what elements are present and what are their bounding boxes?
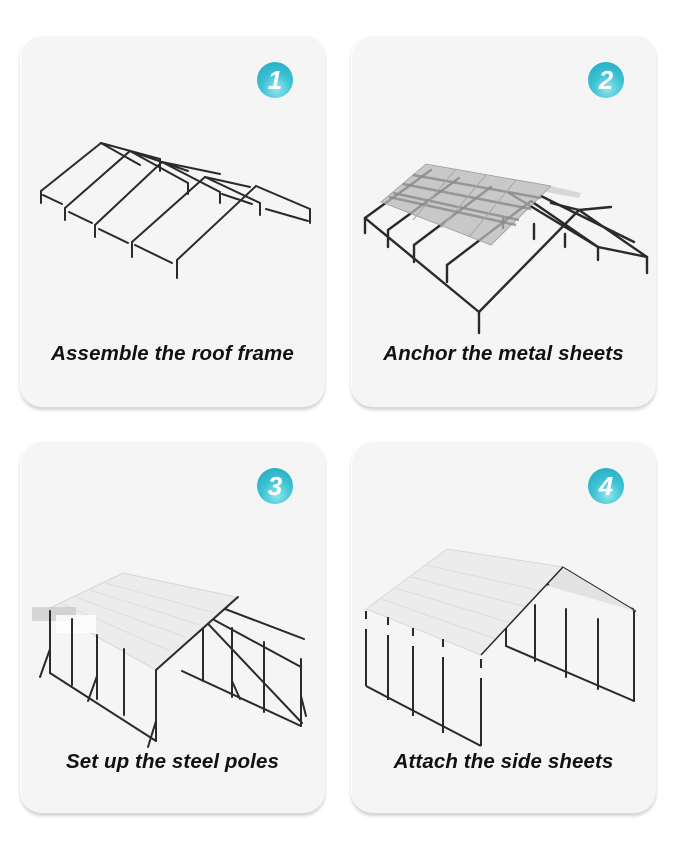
side-sheets-illustration [364, 548, 636, 747]
roof-frame-illustration [40, 142, 311, 279]
step-caption: Assemble the roof frame [51, 342, 294, 365]
step-number-badge: 1 [257, 62, 293, 98]
step-caption: Anchor the metal sheets [383, 342, 624, 365]
step-card-2: 2 [351, 35, 656, 408]
step-caption: Set up the steel poles [66, 750, 279, 773]
step-card-3: 3 [20, 441, 325, 814]
steel-poles-illustration [32, 572, 307, 748]
step-card-4: 4 Atta [351, 441, 656, 814]
step-caption: Attach the side sheets [393, 750, 614, 773]
step-number-badge: 2 [588, 62, 624, 98]
step-card-1: 1 [20, 35, 325, 408]
metal-sheets-illustration [363, 163, 649, 335]
step-number-badge: 4 [588, 468, 624, 504]
step-number-badge: 3 [257, 468, 293, 504]
